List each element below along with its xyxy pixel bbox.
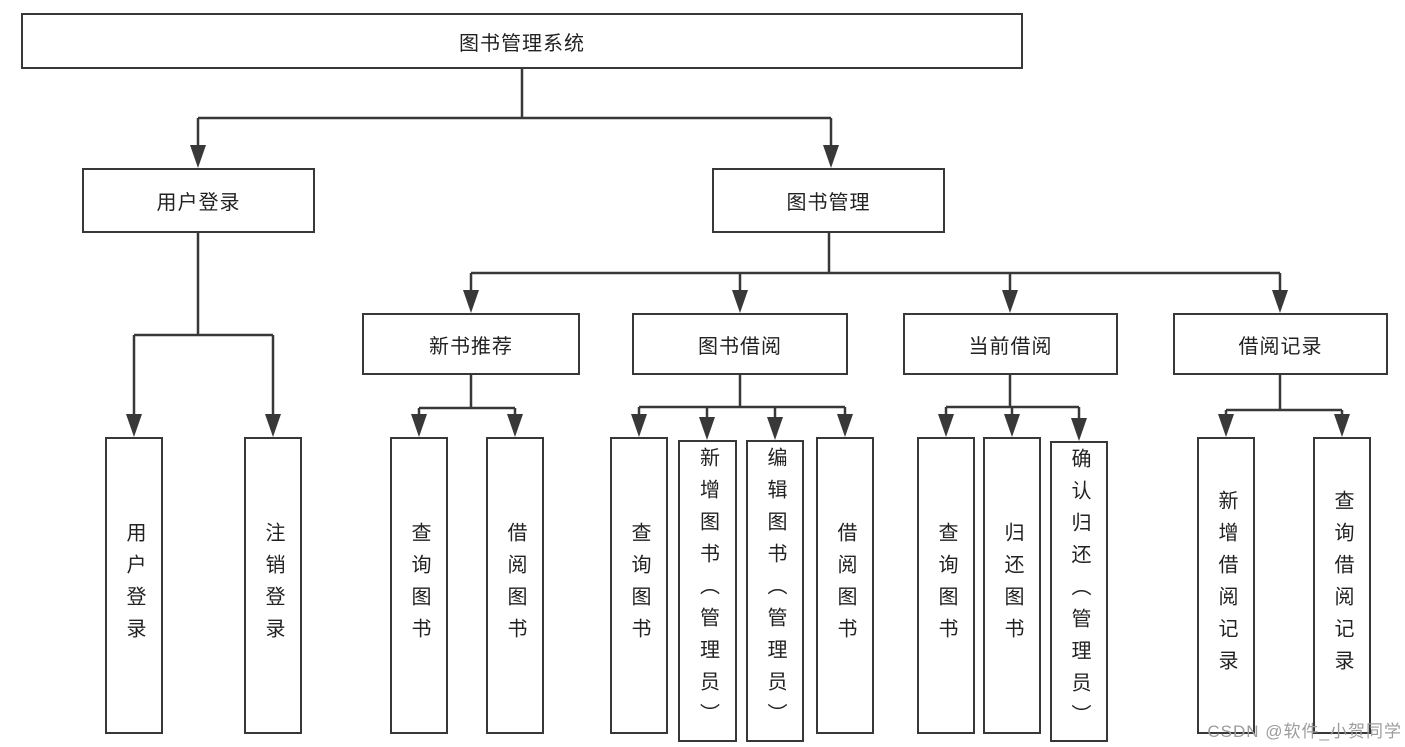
leaf-records-query-record: 查询借阅记录 xyxy=(1313,437,1371,734)
node-label: 用户登录 xyxy=(123,521,145,650)
node-label: 确认归还（管理员） xyxy=(1068,447,1090,736)
node-label: 编辑图书（管理员） xyxy=(764,447,786,735)
arrow-icon xyxy=(463,290,479,313)
arrow-icon xyxy=(1002,290,1018,313)
node-label: 新增图书（管理员） xyxy=(696,447,719,735)
node-label: 新书推荐 xyxy=(429,335,513,358)
arrow-icon xyxy=(126,414,142,437)
arrow-icon xyxy=(1071,418,1087,441)
arrow-icon xyxy=(1218,414,1234,437)
node-label: 新增借阅记录 xyxy=(1215,489,1237,682)
leaf-borrow-borrow-books: 借阅图书 xyxy=(816,437,874,734)
node-label: 查询图书 xyxy=(628,521,650,650)
leaf-borrow-edit-books-admin: 编辑图书（管理员） xyxy=(746,440,804,742)
node-label: 图书管理 xyxy=(786,192,871,214)
node-label: 图书借阅 xyxy=(698,335,782,358)
arrow-icon xyxy=(411,414,427,437)
arrow-icon xyxy=(823,145,839,168)
node-label: 借阅图书 xyxy=(504,521,526,650)
arrow-icon xyxy=(265,414,281,437)
leaf-current-confirm-return-admin: 确认归还（管理员） xyxy=(1050,441,1108,742)
node-label: 当前借阅 xyxy=(968,335,1053,358)
arrow-icon xyxy=(699,417,715,440)
arrow-icon xyxy=(1334,414,1350,437)
arrow-icon xyxy=(837,414,853,437)
arrow-icon xyxy=(631,414,647,437)
connector-newbook-to-leaves xyxy=(417,375,517,422)
node-label: 借阅图书 xyxy=(834,521,856,650)
csdn-watermark: CSDN @软件_小贺同学 xyxy=(1207,722,1402,741)
leaf-current-query-books: 查询图书 xyxy=(917,437,975,734)
node-user-login: 用户登录 xyxy=(82,168,315,233)
node-label: 注销登录 xyxy=(262,521,284,650)
node-label: 查询借阅记录 xyxy=(1331,489,1353,682)
leaf-borrow-query-books: 查询图书 xyxy=(610,437,668,734)
node-label: 图书管理系统 xyxy=(459,32,585,55)
node-current-borrow: 当前借阅 xyxy=(903,313,1118,375)
node-new-book-recommend: 新书推荐 xyxy=(362,313,580,375)
node-label: 查询图书 xyxy=(935,521,957,650)
arrowheads xyxy=(126,145,1350,441)
leaf-logout: 注销登录 xyxy=(244,437,302,734)
arrow-icon xyxy=(767,417,783,440)
node-label: 借阅记录 xyxy=(1238,335,1323,358)
connector-login-to-leaves xyxy=(132,233,275,420)
arrow-icon xyxy=(507,414,523,437)
arrow-icon xyxy=(732,290,748,313)
node-label: 归还图书 xyxy=(1001,521,1023,650)
leaf-newbook-borrow-books: 借阅图书 xyxy=(486,437,544,734)
node-book-management: 图书管理 xyxy=(712,168,945,233)
leaf-newbook-query-books: 查询图书 xyxy=(390,437,448,734)
node-label: 用户登录 xyxy=(156,192,241,214)
connector-management-to-level3 xyxy=(469,233,1282,295)
node-label: 查询图书 xyxy=(408,521,430,650)
connector-borrow-to-leaves xyxy=(637,375,847,424)
leaf-current-return-books: 归还图书 xyxy=(983,437,1041,734)
node-borrow-records: 借阅记录 xyxy=(1173,313,1388,375)
connector-root-to-level2 xyxy=(196,69,833,150)
leaf-borrow-add-books-admin: 新增图书（管理员） xyxy=(678,440,737,742)
arrow-icon xyxy=(938,414,954,437)
arrow-icon xyxy=(1004,414,1020,437)
node-book-borrow: 图书借阅 xyxy=(632,313,848,375)
connector-records-to-leaves xyxy=(1224,375,1344,422)
arrow-icon xyxy=(1272,290,1288,313)
arrow-icon xyxy=(190,145,206,168)
leaf-user-login: 用户登录 xyxy=(105,437,163,734)
node-root-system: 图书管理系统 xyxy=(21,13,1023,69)
leaf-records-add-record: 新增借阅记录 xyxy=(1197,437,1255,734)
